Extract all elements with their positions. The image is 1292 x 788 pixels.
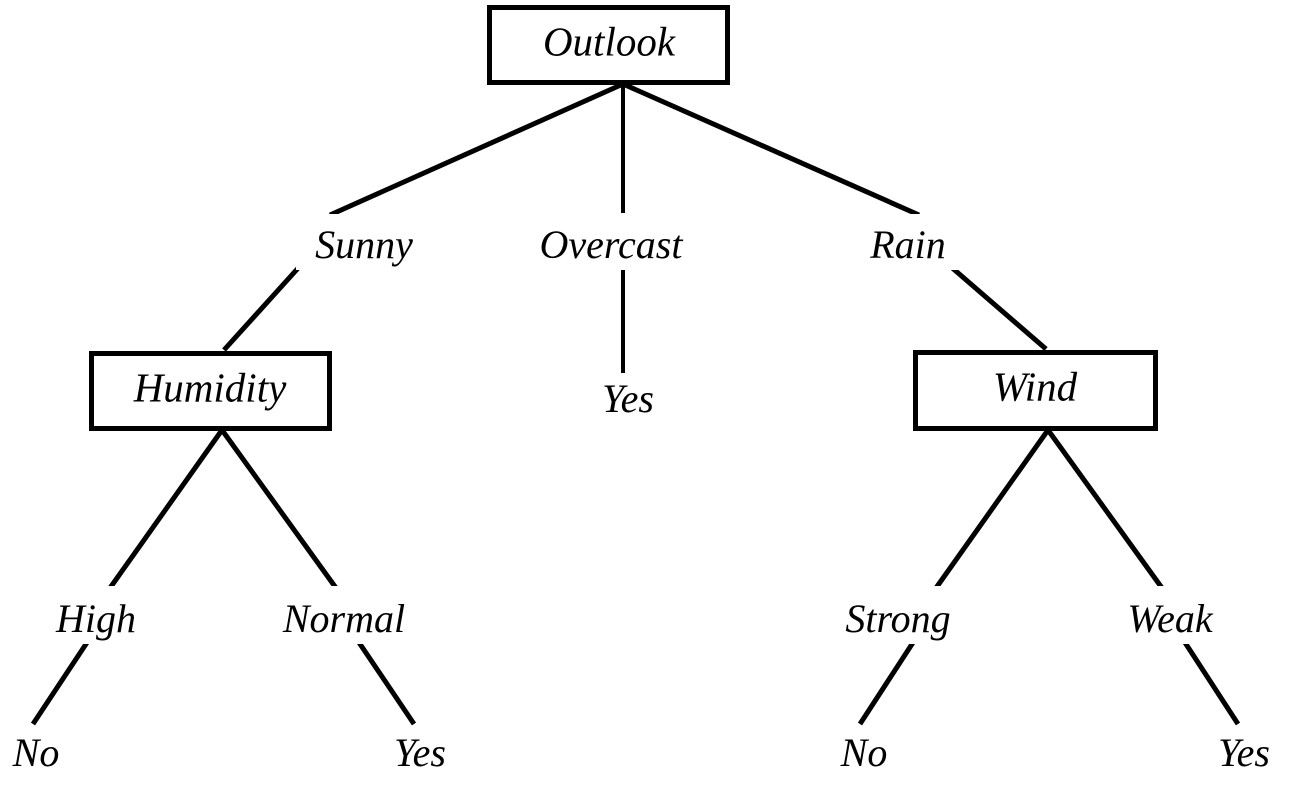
halo-weak (1110, 586, 1234, 644)
node-wind[interactable]: Wind (913, 350, 1158, 431)
node-wind-box (913, 350, 1158, 431)
halo-sunny (296, 214, 432, 270)
halo-rain (854, 214, 964, 270)
edge-humidity-to-normal (219, 428, 339, 590)
edge-label-weak: Weak (1127, 596, 1213, 641)
edge-root-to-rain-upper (621, 81, 921, 218)
node-humidity[interactable]: Humidity (89, 351, 332, 431)
edge-label-high: High (55, 596, 136, 641)
halo-overcast (518, 214, 730, 270)
halo-strong (828, 586, 976, 644)
edge-wind-to-weak (1045, 428, 1165, 590)
leaf-high-no: No (12, 730, 60, 775)
node-humidity-label: Humidity (133, 364, 287, 410)
edge-label-normal: Normal (282, 596, 405, 641)
edge-rain-to-wind (948, 264, 1048, 351)
edge-label-rain: Rain (869, 222, 946, 267)
node-outlook[interactable]: Outlook (487, 5, 730, 85)
node-wind-label: Wind (993, 363, 1078, 409)
edge-root-to-sunny-upper (328, 81, 625, 218)
halo-high (40, 586, 160, 644)
leaf-overcast-yes: Yes (602, 376, 654, 421)
node-outlook-box (487, 5, 730, 85)
edge-label-sunny: Sunny (315, 222, 413, 267)
edge-humidity-to-high (107, 428, 225, 590)
halo-normal (262, 586, 426, 644)
edge-high-to-no (30, 639, 91, 726)
node-outlook-label: Outlook (543, 18, 676, 64)
edge-weak-to-yes (1181, 639, 1241, 726)
node-humidity-box (89, 351, 332, 431)
edge-sunny-to-humidity (222, 264, 302, 352)
leaf-weak-yes: Yes (1218, 730, 1270, 775)
edge-strong-to-no (857, 639, 917, 726)
edge-label-overcast: Overcast (540, 222, 684, 267)
edge-label-strong: Strong (845, 596, 950, 641)
leaf-normal-yes: Yes (394, 730, 446, 775)
leaf-strong-no: No (840, 730, 888, 775)
edge-wind-to-strong (933, 428, 1051, 590)
edge-normal-to-yes (355, 639, 417, 726)
